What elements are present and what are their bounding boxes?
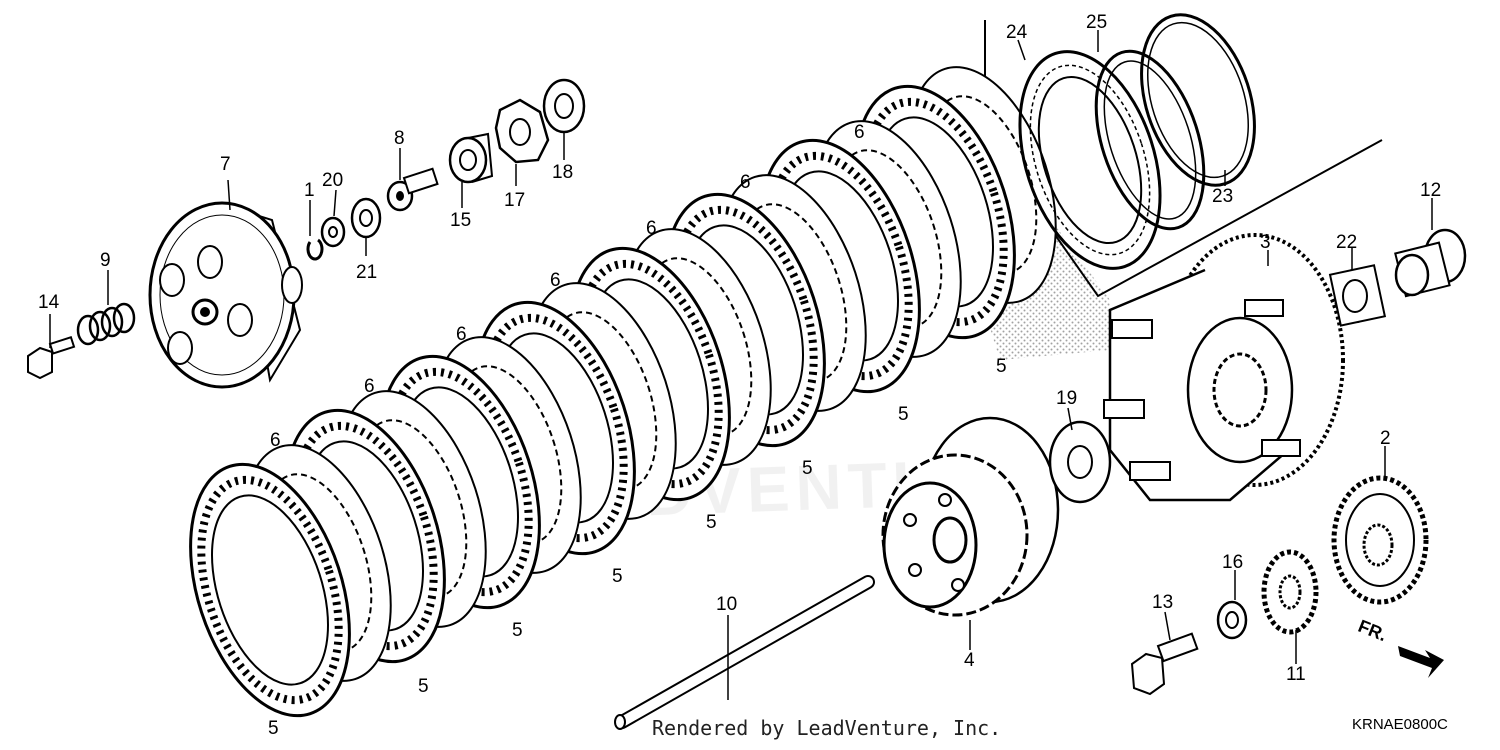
- callout-15: 15: [450, 210, 471, 231]
- part-1-circlip: [306, 238, 324, 261]
- part-4-clutch-center: [881, 416, 1060, 617]
- callout-19: 19: [1056, 388, 1077, 409]
- part-22-needle-bearing: [1328, 264, 1387, 327]
- part-16-washer: [1216, 600, 1248, 640]
- diagram-code: KRNAE0800C: [1352, 716, 1448, 733]
- callout-10: 10: [716, 594, 737, 615]
- callout-25: 25: [1086, 12, 1107, 33]
- clutch-plate-stack: [189, 66, 1057, 718]
- part-13-flange-bolt: [1130, 632, 1199, 696]
- callout-23: 23: [1212, 186, 1233, 207]
- part-7-pressure-plate: [148, 201, 303, 389]
- callout-5: 5: [268, 718, 279, 739]
- callout-16: 16: [1222, 552, 1243, 573]
- callout-14: 14: [38, 292, 60, 313]
- callout-6: 6: [364, 376, 375, 397]
- part-20-washer: [320, 216, 346, 248]
- callout-3: 3: [1260, 232, 1271, 253]
- callout-6: 6: [646, 218, 657, 239]
- callout-5: 5: [706, 512, 717, 533]
- part-19-thrust-washer: [1048, 420, 1112, 504]
- callout-5: 5: [418, 676, 429, 697]
- callout-11: 11: [1286, 664, 1306, 685]
- callout-17: 17: [504, 190, 525, 211]
- part-14-clutch-bolt: [27, 335, 76, 380]
- part-15-lock-nut: [448, 132, 494, 184]
- part-25-judder-spring-seat: [1094, 49, 1206, 231]
- callout-5: 5: [512, 620, 523, 641]
- callout-22: 22: [1336, 232, 1357, 253]
- callout-7: 7: [220, 154, 231, 175]
- callout-6: 6: [550, 270, 561, 291]
- part-17-lock-washer: [494, 98, 550, 164]
- part-12-collar: [1394, 228, 1467, 298]
- part-21-bearing: [350, 197, 382, 239]
- part-8-lifter-piece: [386, 167, 439, 212]
- callout-labels: 1 2 3 4 5 5 5 5 5 5 5 5 6 6 6 6 6 6 6 7 …: [38, 12, 1441, 739]
- callout-13: 13: [1152, 592, 1173, 613]
- callout-6: 6: [740, 172, 751, 193]
- part-10-lifter-rod: [614, 575, 875, 730]
- callout-18: 18: [552, 162, 573, 183]
- callout-20: 20: [322, 170, 343, 191]
- render-credit: Rendered by LeadVenture, Inc.: [652, 716, 1002, 740]
- callout-5: 5: [898, 404, 909, 425]
- callout-6: 6: [456, 324, 467, 345]
- callout-24: 24: [1006, 22, 1028, 43]
- callout-4: 4: [964, 650, 975, 671]
- part-18-thrust-washer: [542, 78, 586, 134]
- callout-1: 1: [304, 180, 315, 201]
- front-label: FR.: [1355, 616, 1389, 645]
- leader-lines: [49, 30, 1433, 700]
- callout-6: 6: [270, 430, 281, 451]
- callout-2: 2: [1380, 428, 1391, 449]
- callout-21: 21: [356, 262, 377, 283]
- part-9-clutch-spring: [76, 302, 136, 346]
- part-23-judder-spring: [1140, 13, 1256, 187]
- friction-disc: [189, 462, 351, 718]
- callout-6: 6: [854, 122, 865, 143]
- part-24-friction-disc-b: [1018, 50, 1162, 270]
- callout-9: 9: [100, 250, 111, 271]
- part-2-primary-drive-gear: [1331, 475, 1429, 605]
- callout-5: 5: [996, 356, 1007, 377]
- callout-5: 5: [612, 566, 623, 587]
- callout-8: 8: [394, 128, 405, 149]
- callout-5: 5: [802, 458, 813, 479]
- front-direction-indicator: FR.: [1355, 616, 1444, 678]
- part-11-gear: [1261, 549, 1319, 635]
- callout-12: 12: [1420, 180, 1441, 201]
- part-3-clutch-outer: [1103, 233, 1345, 502]
